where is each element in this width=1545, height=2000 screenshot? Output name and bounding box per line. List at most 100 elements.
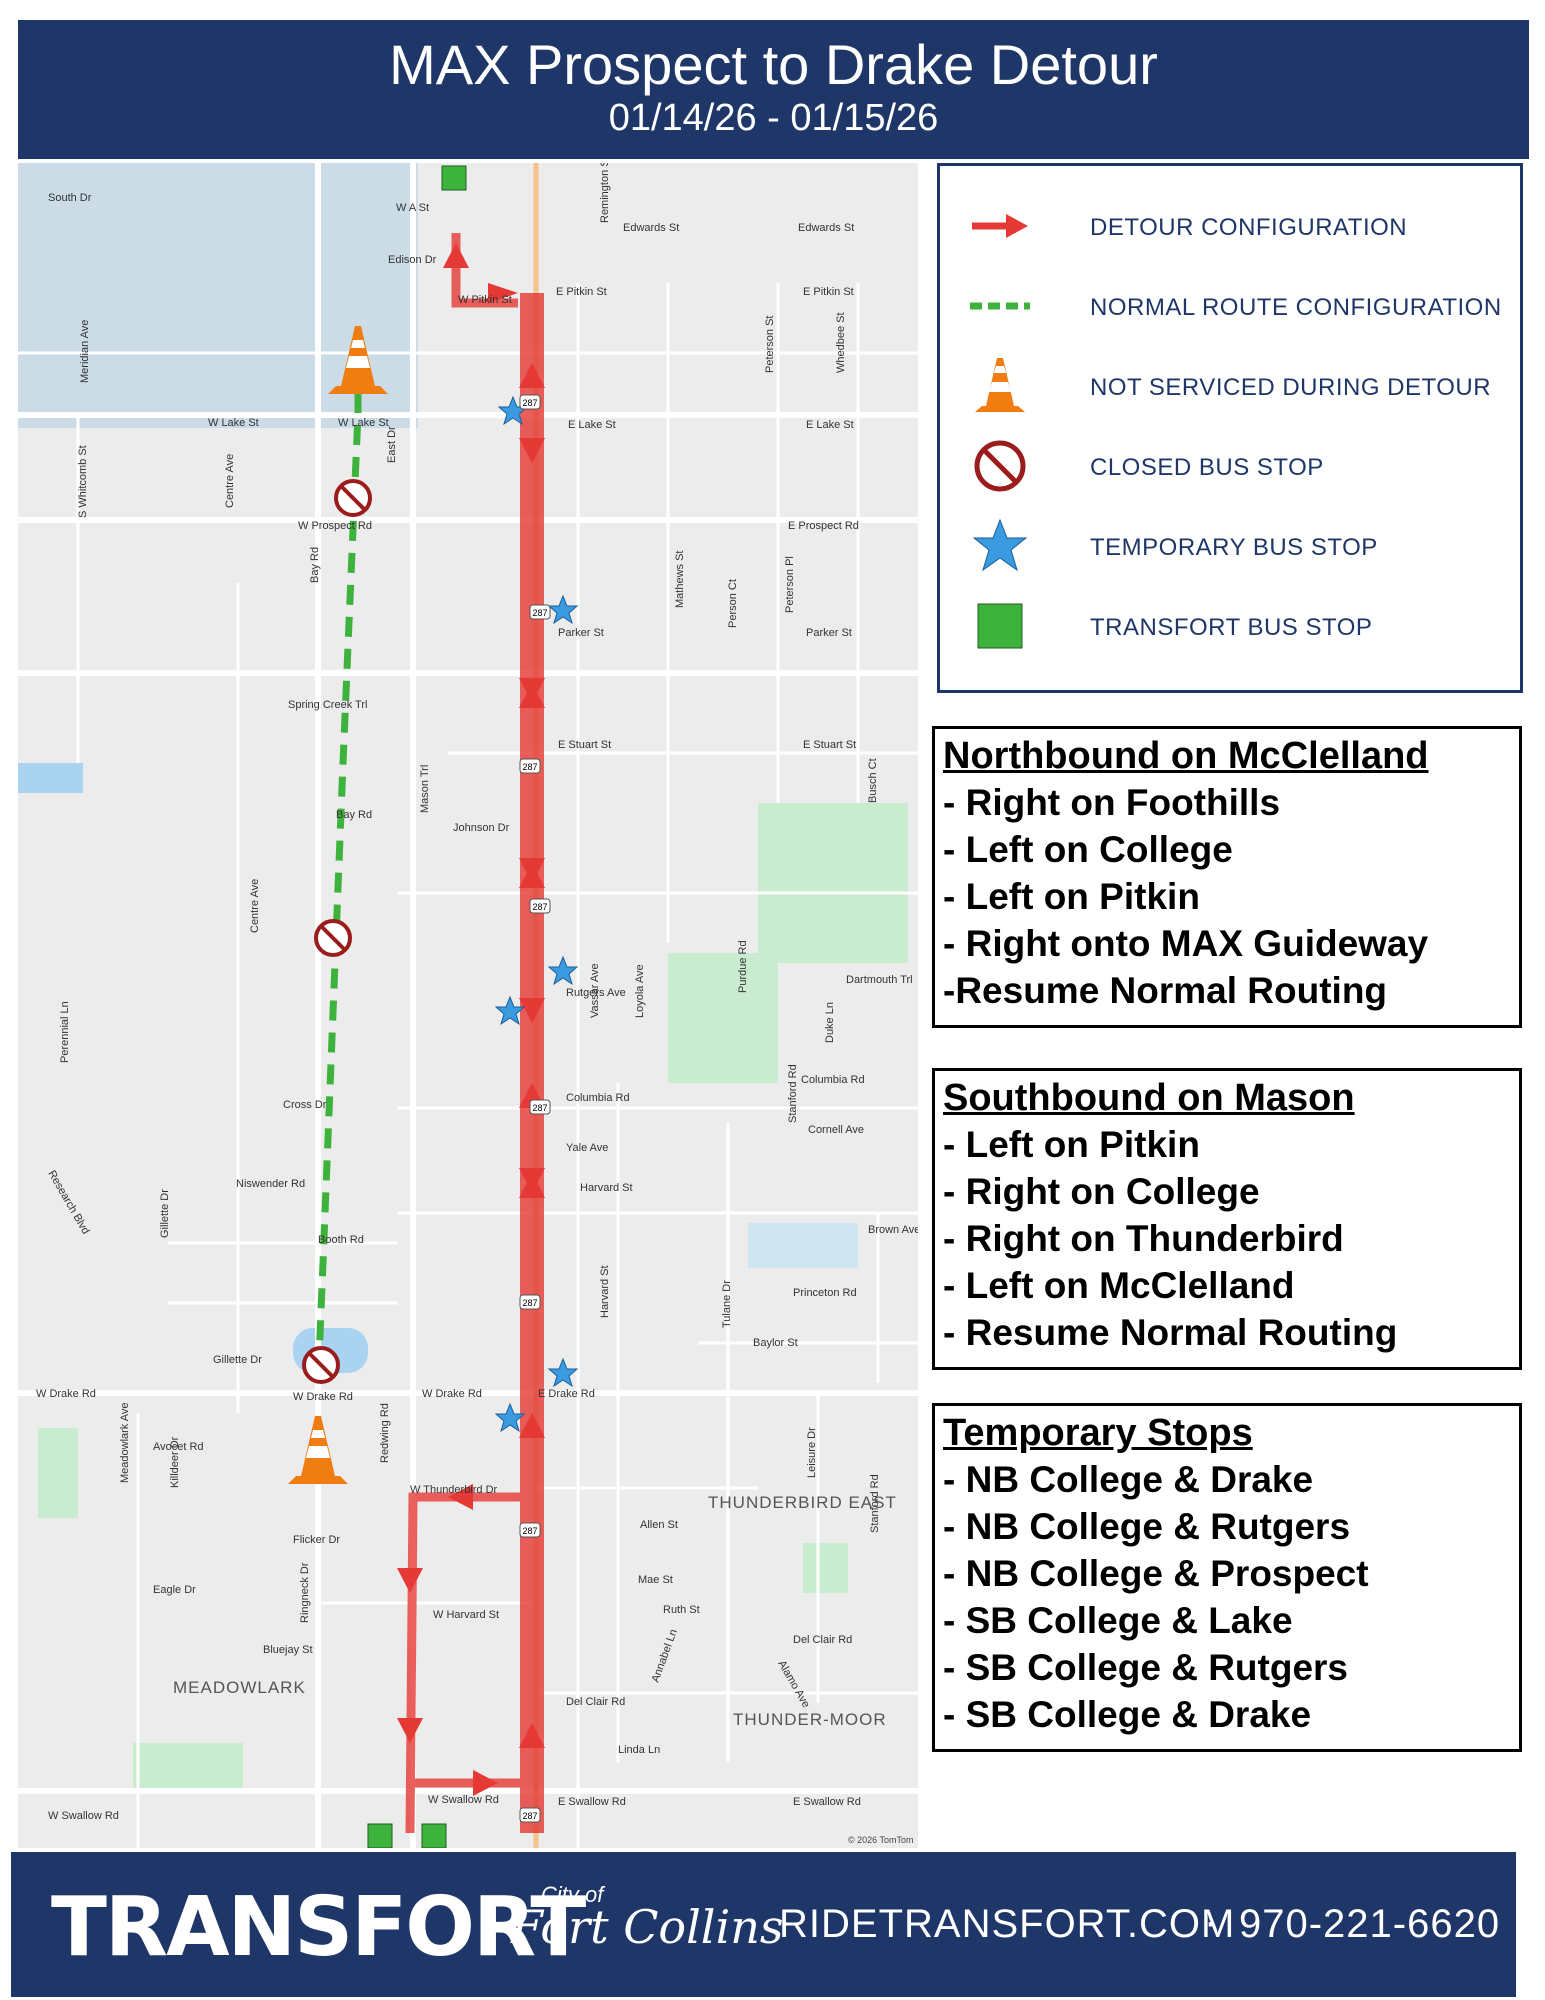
- map-label: Ruth St: [663, 1604, 700, 1616]
- map-label: Person Ct: [727, 579, 739, 628]
- direction-step: - Right on Thunderbird: [943, 1218, 1344, 1259]
- svg-text:287: 287: [532, 1103, 547, 1113]
- fort-collins-logo[interactable]: Fort Collins: [511, 1900, 784, 1954]
- map-label: East Dr: [386, 426, 398, 463]
- map-label: Princeton Rd: [793, 1287, 857, 1299]
- map-label: E Pitkin St: [803, 286, 854, 298]
- map-label: Loyola Ave: [634, 964, 646, 1018]
- map-label: W Prospect Rd: [298, 520, 372, 532]
- blue-star-icon: [494, 395, 579, 1433]
- northbound-title: Northbound on McClelland: [943, 735, 1429, 777]
- map-label: Harvard St: [580, 1182, 633, 1194]
- neighborhood-label: MEADOWLARK: [173, 1678, 306, 1697]
- map-label: W A St: [396, 202, 429, 214]
- svg-text:287: 287: [532, 608, 547, 618]
- map-label: W Drake Rd: [36, 1388, 96, 1400]
- map-label: W Swallow Rd: [48, 1810, 119, 1822]
- map-label: Whedbee St: [835, 312, 847, 373]
- legend-label: CLOSED BUS STOP: [1090, 454, 1324, 481]
- map-label: Parker St: [558, 627, 604, 639]
- map-label: Stanford Rd: [869, 1474, 881, 1533]
- map-label: Meridian Ave: [79, 320, 91, 383]
- temp-stop-item: - SB College & Rutgers: [943, 1647, 1348, 1688]
- map-label: Gillette Dr: [159, 1189, 171, 1238]
- major-streets: [18, 163, 918, 1848]
- map-copyright: © 2026 TomTom: [848, 1835, 914, 1845]
- map-label: Edwards St: [798, 222, 854, 234]
- temp-stop-item: - SB College & Lake: [943, 1600, 1293, 1641]
- legend-label: DETOUR CONFIGURATION: [1090, 214, 1408, 241]
- direction-step: - Left on College: [943, 829, 1233, 870]
- map-legend: DETOUR CONFIGURATION NORMAL ROUTE CONFIG…: [937, 163, 1523, 693]
- green-dashed-line-icon: [970, 276, 1030, 336]
- map-label: Purdue Rd: [737, 940, 749, 993]
- map-label: S Whitcomb St: [77, 445, 89, 518]
- map-label: Killdeer Dr: [169, 1436, 181, 1488]
- map-label: W Drake Rd: [293, 1391, 353, 1403]
- map-label: E Drake Rd: [538, 1388, 595, 1400]
- blue-star-icon: [970, 516, 1030, 576]
- detour-arrows: [397, 243, 545, 1796]
- map-label: Mae St: [638, 1574, 673, 1586]
- transfort-logo[interactable]: TRANSFORT: [51, 1880, 586, 1975]
- pond: [18, 763, 83, 793]
- map-label: E Lake St: [568, 419, 616, 431]
- detour-route: [405, 233, 544, 1834]
- direction-step: - Left on McClelland: [943, 1265, 1295, 1306]
- temp-stop-item: - SB College & Drake: [943, 1694, 1312, 1735]
- green-square-icon: [367, 165, 467, 1848]
- svg-text:287: 287: [522, 1526, 537, 1536]
- temp-stop-item: - NB College & Rutgers: [943, 1506, 1351, 1547]
- map-label: Avocet Rd: [153, 1441, 204, 1453]
- map-label: Eagle Dr: [153, 1584, 196, 1596]
- map-label: Bluejay St: [263, 1644, 313, 1656]
- detour-map[interactable]: South Dr W A St Edison Dr Edwards St Edw…: [18, 163, 918, 1848]
- map-label: W Thunderbird Dr: [410, 1484, 498, 1496]
- map-label: E Pitkin St: [556, 286, 607, 298]
- direction-step: - Right on Foothills: [943, 782, 1281, 823]
- map-label: Johnson Dr: [453, 822, 510, 834]
- southbound-directions: Southbound on Mason - Left on Pitkin - R…: [932, 1068, 1522, 1370]
- northbound-directions: Northbound on McClelland - Right on Foot…: [932, 726, 1522, 1028]
- map-label: Peterson Pl: [784, 556, 796, 613]
- map-label: E Swallow Rd: [793, 1796, 861, 1808]
- map-label: W Lake St: [208, 417, 259, 429]
- svg-text:287: 287: [522, 1811, 537, 1821]
- legend-label: NORMAL ROUTE CONFIGURATION: [1090, 294, 1502, 321]
- svg-text:287: 287: [532, 902, 547, 912]
- website-link[interactable]: RIDETRANSFORT.COM: [779, 1902, 1236, 1946]
- green-square-icon: [970, 596, 1030, 656]
- map-label: Flicker Dr: [293, 1534, 340, 1546]
- direction-step: - Left on Pitkin: [943, 876, 1200, 917]
- temp-stop-item: - NB College & Drake: [943, 1459, 1314, 1500]
- neighborhood-label: THUNDER-MOOR: [733, 1710, 887, 1729]
- map-label: Harvard St: [599, 1265, 611, 1318]
- map-label: Vassar Ave: [589, 963, 601, 1018]
- map-label: W Drake Rd: [422, 1388, 482, 1400]
- map-label: Meadowlark Ave: [119, 1402, 131, 1483]
- map-label: Cross Dr: [283, 1099, 327, 1111]
- map-canvas: South Dr W A St Edison Dr Edwards St Edw…: [18, 163, 918, 1848]
- normal-route-line: [314, 393, 362, 1384]
- phone-number[interactable]: 970-221-6620: [1239, 1902, 1501, 1946]
- svg-text:287: 287: [522, 762, 537, 772]
- traffic-cone-icon: [328, 326, 388, 394]
- map-label: Centre Ave: [224, 454, 236, 508]
- park-area: [758, 803, 908, 963]
- map-label: Yale Ave: [566, 1142, 608, 1154]
- map-label: W Pitkin St: [458, 294, 512, 306]
- closed-stop-icon: [970, 436, 1030, 496]
- direction-step: - Resume Normal Routing: [943, 1312, 1398, 1353]
- temp-stops-title: Temporary Stops: [943, 1412, 1253, 1454]
- header-banner: MAX Prospect to Drake Detour 01/14/26 - …: [18, 20, 1529, 159]
- map-label: Del Clair Rd: [566, 1696, 625, 1708]
- legend-label: TEMPORARY BUS STOP: [1090, 534, 1378, 561]
- legend-label: NOT SERVICED DURING DETOUR: [1090, 374, 1492, 401]
- map-label: Busch Ct: [867, 758, 879, 803]
- map-label: Columbia Rd: [801, 1074, 865, 1086]
- map-label: Mathews St: [674, 551, 686, 608]
- map-label: Allen St: [640, 1519, 678, 1531]
- map-label: Mason Trl: [419, 765, 431, 813]
- map-label: Dartmouth Trl: [846, 974, 913, 986]
- map-label: Ringneck Dr: [299, 1562, 311, 1623]
